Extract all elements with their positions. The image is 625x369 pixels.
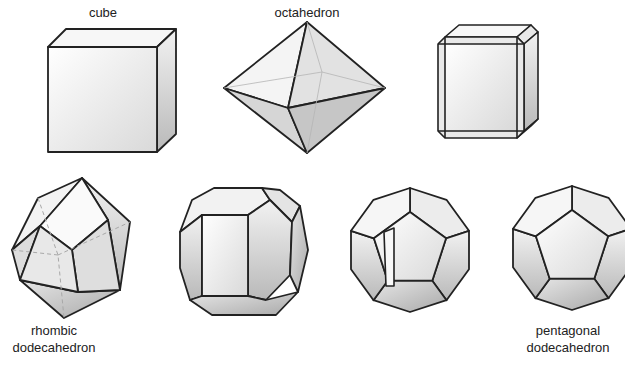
crystal-face bbox=[248, 200, 292, 300]
shape-label: cube bbox=[58, 4, 148, 21]
crystal-face bbox=[180, 215, 202, 300]
crystal-body bbox=[351, 188, 469, 312]
cube-face bbox=[157, 29, 176, 152]
hidden-edge bbox=[224, 22, 385, 153]
shape-label: octahedron bbox=[252, 4, 362, 21]
crystal-face bbox=[445, 44, 517, 131]
crystal-face bbox=[524, 32, 538, 131]
crystal-edge bbox=[438, 37, 524, 138]
crystal-face bbox=[438, 37, 524, 138]
shape-label: pentagonal dodecahedron bbox=[518, 322, 618, 356]
cube-face bbox=[48, 47, 157, 152]
beveled-cube-figure bbox=[438, 25, 538, 138]
hidden-edge bbox=[12, 198, 130, 318]
crystal-face bbox=[72, 220, 120, 292]
crystal-face bbox=[202, 215, 248, 296]
octahedron-figure bbox=[224, 22, 385, 153]
shape-label: rhombic dodecahedron bbox=[4, 322, 104, 356]
crystal-face bbox=[384, 228, 394, 286]
rhombic-dodecahedron-figure bbox=[12, 178, 130, 318]
pentagonal-dodecahedron-figure bbox=[513, 186, 625, 310]
crystal-face bbox=[290, 206, 308, 292]
cube-figure bbox=[48, 29, 176, 152]
combination-figure bbox=[351, 188, 469, 312]
cube-face bbox=[48, 29, 176, 47]
octahedron-face bbox=[288, 88, 385, 153]
combination-figure bbox=[180, 188, 308, 315]
hidden-edges bbox=[224, 22, 385, 153]
crystal-face bbox=[20, 226, 78, 292]
